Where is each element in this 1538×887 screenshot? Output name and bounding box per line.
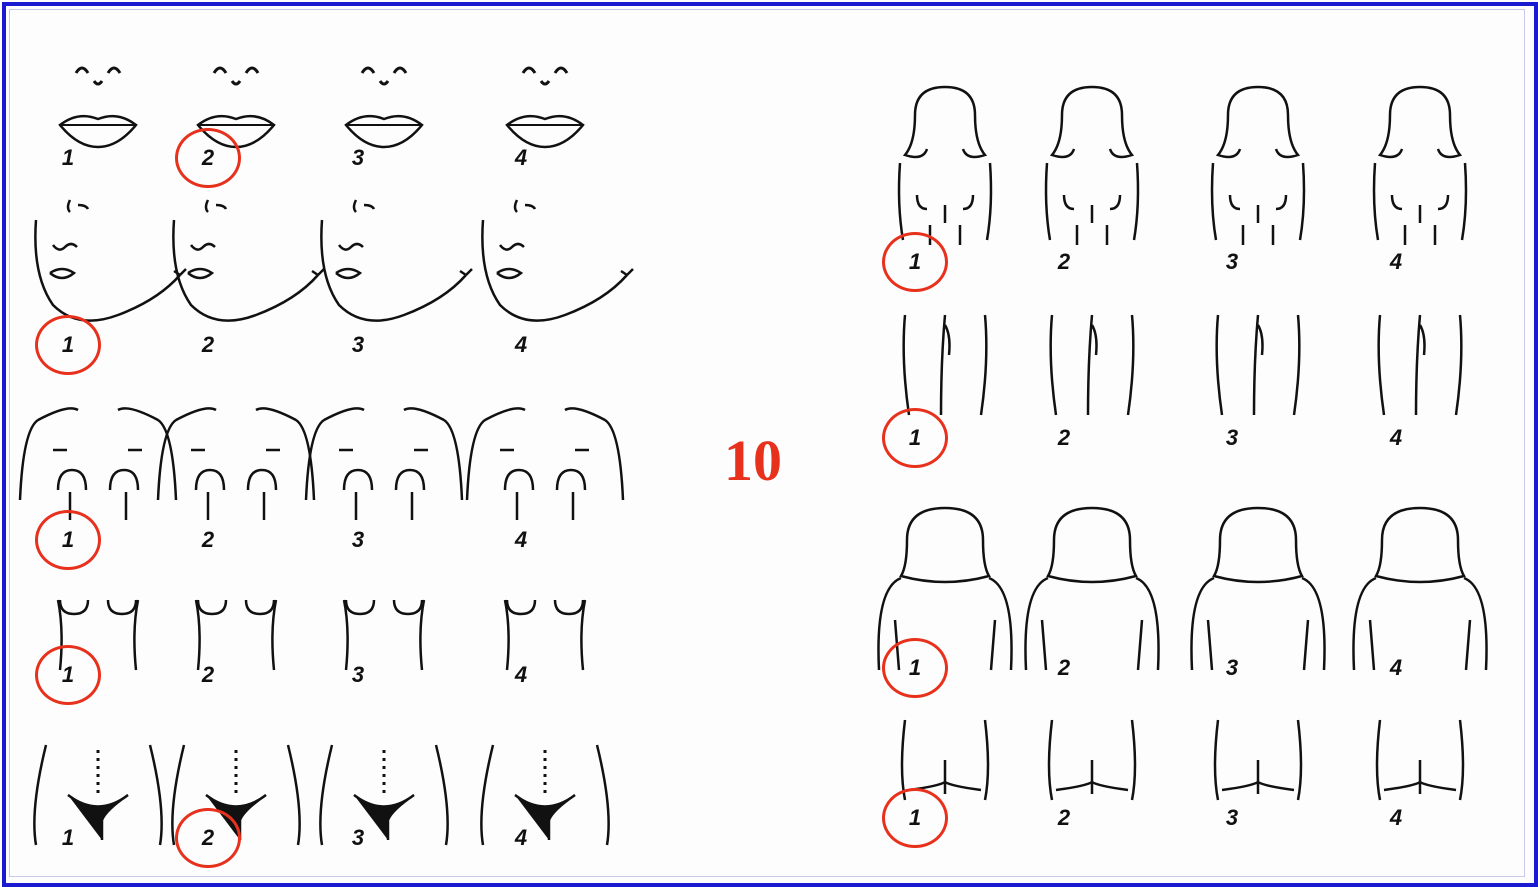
upper-arm-stage-label: 2 — [1058, 251, 1070, 273]
lower-abdomen-stage-3-drawing — [320, 745, 447, 845]
chin-stage-label: 4 — [515, 334, 527, 356]
upper-back-selected-circle — [882, 638, 948, 698]
upper-back-stage-label: 2 — [1058, 657, 1070, 679]
lower-abdomen-stage-4-drawing — [481, 745, 608, 845]
upper-abdomen-selected-circle — [35, 645, 101, 705]
chin-stage-4-drawing — [482, 200, 633, 321]
total-score: 10 — [724, 432, 782, 490]
lower-abdomen-selected-circle — [175, 808, 241, 868]
chin-stage-1-drawing — [35, 200, 186, 321]
upper-abdomen-stage-4-drawing — [505, 600, 585, 670]
lower-abdomen-stage-1-drawing — [34, 745, 161, 845]
upper-arm-stage-2-drawing — [1046, 87, 1138, 245]
upper-back-stage-label: 4 — [1390, 657, 1402, 679]
upper-lip-stage-1-drawing — [60, 68, 136, 147]
lower-abdomen-stage-label: 4 — [515, 827, 527, 849]
lower-back-stage-label: 3 — [1226, 807, 1238, 829]
upper-abdomen-stage-3-drawing — [344, 600, 424, 670]
upper-abdomen-stage-label: 4 — [515, 664, 527, 686]
thigh-stage-3-drawing — [1217, 315, 1300, 415]
upper-back-stage-4-drawing — [1353, 508, 1486, 670]
chest-selected-circle — [35, 510, 101, 570]
upper-arm-stage-4-drawing — [1374, 87, 1466, 245]
lower-abdomen-stage-label: 3 — [352, 827, 364, 849]
upper-arm-stage-label: 3 — [1226, 251, 1238, 273]
upper-lip-stage-label: 3 — [352, 147, 364, 169]
chest-stage-label: 4 — [515, 529, 527, 551]
thigh-stage-2-drawing — [1051, 315, 1134, 415]
thigh-stage-1-drawing — [904, 315, 987, 415]
chin-stage-3-drawing — [321, 200, 472, 321]
lower-back-stage-2-drawing — [1049, 720, 1135, 800]
thigh-selected-circle — [882, 408, 948, 468]
upper-abdomen-stage-2-drawing — [196, 600, 276, 670]
upper-back-stage-2-drawing — [1025, 508, 1158, 670]
upper-lip-stage-label: 1 — [62, 147, 74, 169]
upper-back-stage-label: 3 — [1226, 657, 1238, 679]
thigh-stage-4-drawing — [1379, 315, 1462, 415]
upper-arm-selected-circle — [882, 232, 948, 292]
chest-stage-2-drawing — [158, 408, 314, 520]
lower-back-stage-label: 2 — [1058, 807, 1070, 829]
upper-lip-selected-circle — [175, 128, 241, 188]
chest-stage-3-drawing — [306, 408, 462, 520]
chest-stage-4-drawing — [467, 408, 623, 520]
upper-arm-stage-1-drawing — [899, 87, 991, 245]
lower-back-selected-circle — [882, 788, 948, 848]
lower-abdomen-stage-label: 1 — [62, 827, 74, 849]
upper-lip-stage-label: 4 — [515, 147, 527, 169]
upper-abdomen-stage-label: 3 — [352, 664, 364, 686]
thigh-stage-label: 4 — [1390, 427, 1402, 449]
thigh-stage-label: 2 — [1058, 427, 1070, 449]
chest-stage-label: 3 — [352, 529, 364, 551]
upper-arm-stage-3-drawing — [1212, 87, 1304, 245]
chin-stage-2-drawing — [173, 200, 324, 321]
upper-arm-stage-label: 4 — [1390, 251, 1402, 273]
chest-stage-label: 2 — [202, 529, 214, 551]
upper-lip-stage-4-drawing — [507, 68, 583, 147]
lower-back-stage-4-drawing — [1377, 720, 1463, 800]
upper-back-stage-3-drawing — [1191, 508, 1324, 670]
upper-lip-stage-3-drawing — [346, 68, 422, 147]
thigh-stage-label: 3 — [1226, 427, 1238, 449]
upper-abdomen-stage-label: 2 — [202, 664, 214, 686]
chin-stage-label: 3 — [352, 334, 364, 356]
chin-stage-label: 2 — [202, 334, 214, 356]
lower-back-stage-label: 4 — [1390, 807, 1402, 829]
chest-stage-1-drawing — [20, 408, 176, 520]
chin-selected-circle — [35, 315, 101, 375]
lower-back-stage-3-drawing — [1215, 720, 1301, 800]
